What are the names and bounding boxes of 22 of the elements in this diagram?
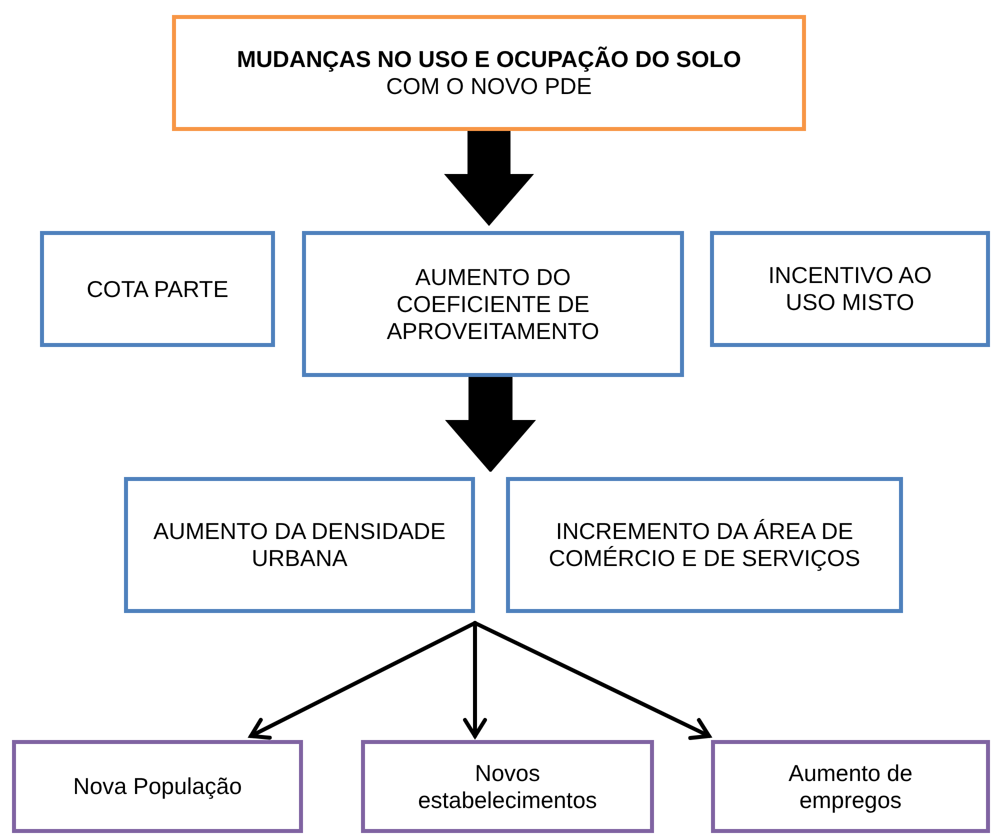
process-box [172,15,806,131]
process-box [711,740,990,833]
box-text: INCENTIVO AO USO MISTO [767,262,933,316]
box-text: Aumento de empregos [787,760,914,814]
arrow [473,621,711,740]
process-box [506,477,903,613]
box-text: AUMENTO DO COEFICIENTE DE APROVEITAMENTO [386,264,600,344]
process-box [124,477,475,613]
block-arrow [444,131,534,226]
process-box [12,740,303,833]
process-box [302,231,684,377]
process-box [40,231,275,347]
box-text: COM O NOVO PDE [386,73,592,100]
box-heading: MUDANÇAS NO USO E OCUPAÇÃO DO SOLO [236,46,742,73]
box-text: INCREMENTO DA ÁREA DE COMÉRCIO E DE SERVIÇOS [548,518,862,572]
process-box [710,231,990,347]
box-text: AUMENTO DA DENSIDADE URBANA [152,518,447,572]
arrow [463,621,487,738]
box-text: Novos estabelecimentos [417,760,598,814]
box-text: Nova População [73,773,242,800]
box-text: COTA PARTE [86,276,228,302]
process-box [361,740,654,833]
